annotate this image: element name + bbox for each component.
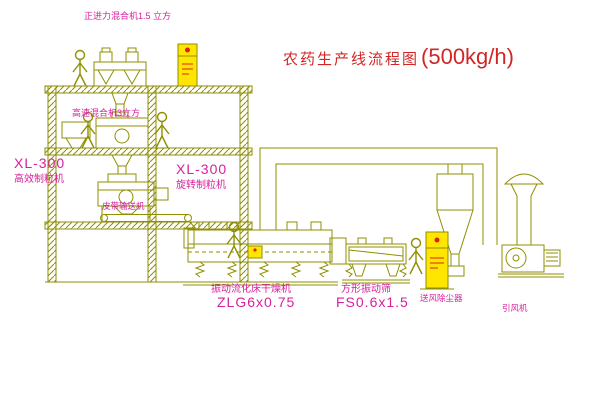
label-granulator-left-name: 高效制粒机 [14,174,64,185]
spring-mount [344,263,353,278]
panel-text-marks [430,257,444,269]
rain-cap [503,173,545,185]
label-dryer-model: ZLG6x0.75 [217,294,296,310]
exhaust-duct-drawing [259,147,498,245]
belt-conveyor-drawing [100,214,198,231]
title-capacity: (500kg/h) [421,44,514,69]
label-high-speed-mixer: 高速混合机3立方 [72,108,141,118]
label-granulator-left-model: XL-300 [14,155,66,171]
indicator-dot [434,237,440,243]
spring-mount [226,261,238,278]
label-sieve-name: 方形振动筛 [341,284,391,295]
gravity-mixer-drawing [93,47,147,117]
label-gravity-mixer: 正进力混合机1.5 立方 [84,11,172,21]
indicator-dot [253,248,257,252]
person-icon [72,49,88,87]
cyclone-separator-drawing [436,164,474,277]
person-icon [408,237,424,275]
diagram-title: 农药生产线流程图 (500kg/h) [283,44,514,70]
vibrating-sieve-drawing [342,237,410,284]
label-belt-conveyor: 皮带输送机 [102,201,145,211]
title-text: 农药生产线流程图 [283,51,420,68]
floor-slab [44,147,253,156]
fan-motor [543,249,561,267]
label-sieve-model: FS0.6x1.5 [336,294,409,310]
label-dust-collector: 送风除尘器 [420,293,463,303]
spring-mount [290,261,302,278]
column [239,85,249,283]
person-icon [154,111,170,149]
spring-mount [258,261,270,278]
exhaust-stack-drawing [503,173,545,245]
spring-mount [318,261,330,278]
label-induced-fan: 引风机 [502,303,528,313]
label-granulator-center-model: XL-300 [176,161,228,177]
spring-mount [194,261,206,278]
label-granulator-center-name: 旋转制粒机 [176,180,226,191]
control-panel-upper [177,43,198,87]
rotary-granulator-drawing [97,173,169,222]
floor-slab [44,85,253,94]
spring-mount [398,263,407,278]
dust-collector-panel [420,231,454,290]
induced-draft-fan-drawing [498,244,564,278]
feed-bin-drawing [61,121,91,149]
fluid-bed-dryer-drawing [183,221,347,286]
building-frame [44,85,258,283]
panel-text-marks [182,63,193,75]
floor-slab [44,221,253,230]
indicator-dot [185,47,190,53]
high-speed-mixer-drawing [95,111,149,175]
dryer-control-panel [247,245,263,259]
column [147,85,157,283]
label-dryer-name: 振动流化床干燥机 [211,284,291,295]
